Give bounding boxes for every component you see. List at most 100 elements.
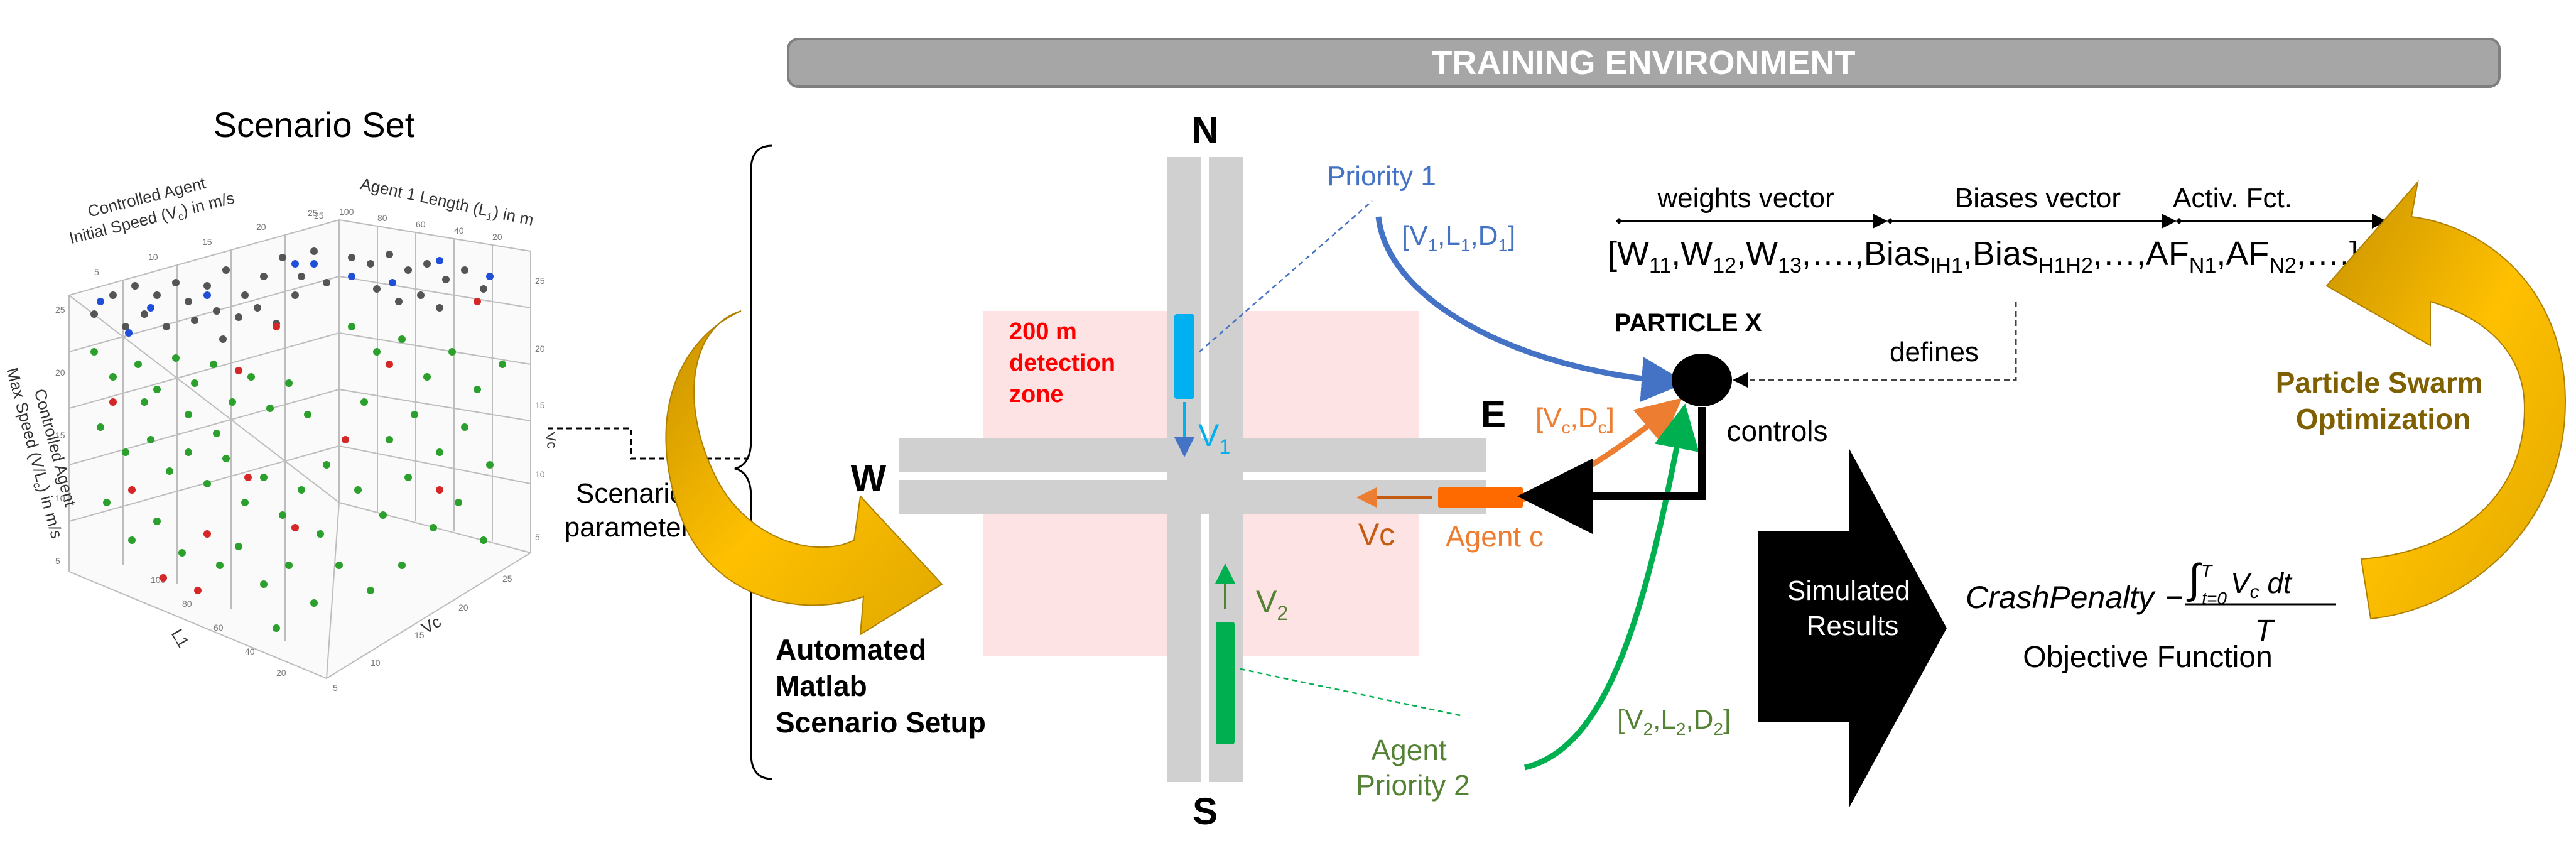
particle-x: PARTICLE X controls defines: [1517, 302, 2017, 534]
tick-label: 20: [55, 367, 65, 378]
tick-label: 10: [55, 493, 65, 503]
objective-function-label: Objective Function: [2023, 641, 2273, 674]
tick-labels-left-vertical: 25 20 15 10 5: [55, 305, 65, 566]
pso-label: Particle Swarm Optimization: [2276, 366, 2491, 435]
tick-label: 15: [535, 400, 545, 410]
simulated-results-block: Simulated Results: [1758, 449, 1947, 807]
tick-label: 5: [333, 683, 338, 693]
axis-label-agent1-length-text: Agent 1 Length (L1) in m: [358, 174, 535, 232]
tick-label: 40: [245, 646, 255, 656]
tick-label: 10: [371, 658, 381, 668]
agent1-vehicle: [1174, 314, 1194, 399]
tick-labels-back-right: 25 100 80 60 40 20: [314, 207, 502, 242]
tick-label: 5: [94, 267, 99, 277]
red-points: [109, 298, 481, 594]
particle-controls-arrow: [1517, 407, 1706, 534]
tick-label: 80: [182, 599, 192, 609]
tick-labels-bottom-left: 100 80 60 40 20: [151, 575, 286, 678]
tick-label: 100: [339, 207, 354, 217]
compass-north: N: [1191, 109, 1218, 151]
tick-label: 60: [416, 219, 426, 229]
tick-label: 20: [535, 344, 545, 354]
roads: [899, 157, 1486, 782]
parameter-vector-expression: [W11,W12,W13,….,BiasIH1,BiasH1H2,…,AFN1,…: [1608, 235, 2359, 278]
plot-box-frame: [68, 219, 531, 680]
axis-label-agent1-length: Agent 1 Length (L1) in m: [358, 174, 535, 232]
crash-penalty-term: CrashPenalty−: [1966, 580, 2184, 615]
automated-matlab-setup-label: Automated Matlab Scenario Setup: [776, 633, 986, 739]
tick-label: 25: [535, 276, 545, 286]
blue-points: [97, 257, 494, 337]
plot-to-parameters-connector: [548, 427, 747, 460]
simulated-results-label: Simulated Results: [1787, 575, 1918, 641]
compass-east: E: [1481, 393, 1506, 435]
axis-label-vc-right-edge: Vc: [542, 432, 560, 450]
scatter-points: [90, 247, 506, 632]
training-environment-banner: TRAINING ENVIRONMENT: [787, 38, 2501, 88]
particle-x-label: PARTICLE X: [1615, 309, 1762, 337]
detection-zone-label: 200 m detection zone: [1009, 318, 1122, 408]
parameter-vector: weights vector Biases vector Activ. Fct.…: [1608, 183, 2387, 278]
weights-vector-label: weights vector: [1657, 183, 1834, 214]
fraction-denominator: T: [2254, 614, 2275, 648]
tick-label: 25: [314, 210, 324, 220]
tick-label: 15: [414, 630, 425, 640]
gray-points: [90, 247, 487, 343]
intersection: 200 m detection zone N S E W V1 V2 Vc Ag…: [851, 109, 1731, 832]
tick-labels-right-edge: 25 20 15 10 5: [535, 276, 545, 542]
priority1-tuple: [V1,L1,D1]: [1402, 220, 1515, 255]
tick-label: 60: [214, 622, 224, 633]
tick-label: 10: [148, 252, 158, 262]
defines-label: defines: [1890, 337, 1979, 367]
tick-label: 5: [55, 556, 60, 566]
agent1-priority-dashed-link: [1199, 200, 1373, 352]
scenario-brace: [734, 144, 773, 780]
tick-label: 20: [256, 222, 266, 232]
tick-label: 20: [458, 602, 468, 612]
scenario-set-plot: Scenario Set: [3, 105, 747, 693]
simulated-results-arrow-shape: [1758, 449, 1947, 807]
agent2-speed-label: V2: [1256, 584, 1288, 624]
tick-label: 20: [492, 232, 502, 242]
tick-label: 25: [308, 208, 318, 218]
agent2-priority-dashed-link: [1240, 668, 1464, 717]
green-points: [90, 323, 506, 632]
setup-cycle-arrow: [665, 310, 943, 636]
pso-cycle-arrow: Particle Swarm Optimization: [2276, 180, 2567, 620]
compass-south: S: [1193, 790, 1218, 832]
tick-label: 15: [55, 430, 65, 440]
tick-label: 25: [502, 573, 512, 584]
priority2-tuple: [V2,L2,D2]: [1617, 704, 1731, 739]
tick-label: 80: [377, 213, 387, 223]
tick-label: 5: [535, 532, 540, 542]
activation-function-label: Activ. Fct.: [2173, 183, 2292, 214]
axis-label-l1: L1: [168, 626, 193, 651]
scenario-parameters-label: Scenario parameters: [565, 478, 705, 543]
agent1-speed-label: V1: [1198, 418, 1230, 458]
tick-label: 25: [55, 305, 65, 315]
scenario-set-title: Scenario Set: [214, 105, 415, 144]
agent1-to-particle-curve: [1375, 216, 1687, 402]
agent2-vehicle: [1216, 622, 1235, 744]
tick-label: 40: [454, 226, 464, 236]
tick-label: 20: [276, 668, 286, 678]
agent-c-vehicle: [1438, 487, 1523, 508]
tick-labels-back-left: 5 10 15 20 25: [94, 208, 318, 277]
tick-label: 15: [202, 237, 212, 247]
agent-priority2-label: Agent Priority 2: [1356, 734, 1469, 802]
agent-c-speed-label: Vc: [1358, 517, 1395, 552]
defines-connector: [1733, 302, 2017, 388]
priority1-label: Priority 1: [1327, 161, 1436, 192]
controls-label: controls: [1726, 415, 1827, 447]
compass-west: W: [851, 457, 887, 499]
agent-c-label: Agent c: [1446, 520, 1544, 553]
controlled-agent-tuple: [Vc,Dc]: [1535, 403, 1615, 437]
particle-x-node: [1672, 354, 1732, 406]
biases-vector-label: Biases vector: [1955, 183, 2121, 214]
tick-labels-bottom-right: 5 10 15 20 25: [333, 573, 512, 693]
banner-title: TRAINING ENVIRONMENT: [1432, 44, 1856, 82]
tick-label: 10: [535, 469, 545, 479]
